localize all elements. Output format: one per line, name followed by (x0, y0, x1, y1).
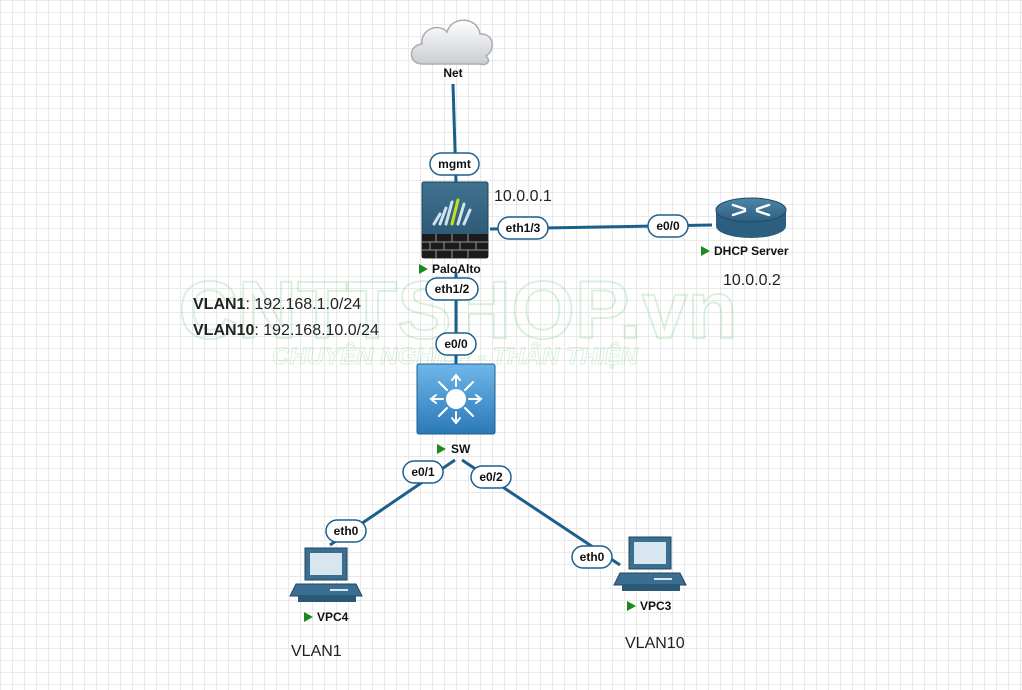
port-label-e0-2: e0/2 (479, 470, 503, 484)
port-label-mgmt: mgmt (438, 157, 471, 171)
brick-wall-icon (422, 234, 488, 258)
dhcp-ip-label: 10.0.0.2 (723, 272, 781, 289)
status-running-icon (627, 601, 636, 611)
port-badge-mgmt[interactable]: mgmt (429, 152, 480, 176)
node-label-net: Net (443, 66, 462, 80)
node-label-vpc4: VPC4 (317, 610, 349, 624)
cloud-icon (410, 19, 493, 66)
router-top (715, 197, 787, 223)
status-running-icon (701, 246, 710, 256)
port-badge-eth1-3[interactable]: eth1/3 (497, 216, 549, 240)
vlan10-name: VLAN10 (193, 322, 255, 339)
firewall-node-paloalto[interactable]: PaloAlto (419, 181, 489, 276)
port-label-eth1-2: eth1/2 (435, 282, 470, 296)
pc-node-vpc4[interactable]: VPC4 (289, 547, 363, 624)
port-label-vpc4-eth0: eth0 (334, 524, 359, 538)
paloalto-ip-label: 10.0.0.1 (494, 188, 552, 205)
port-badge-eth1-2[interactable]: eth1/2 (425, 277, 479, 301)
status-running-icon (304, 612, 313, 622)
port-badge-dhcp-e0-0[interactable]: e0/0 (647, 214, 689, 238)
vlan1-subnet: : 192.168.1.0/24 (245, 296, 362, 313)
port-badge-e0-1[interactable]: e0/1 (402, 460, 444, 484)
port-badge-vpc4-eth0[interactable]: eth0 (325, 519, 367, 543)
pc-icon (289, 547, 363, 602)
node-label-vpc3: VPC3 (640, 599, 672, 613)
port-label-dhcp-e0-0: e0/0 (656, 219, 680, 233)
router-node-dhcp[interactable]: DHCP Server (701, 197, 789, 258)
cloud-node-net[interactable]: Net (410, 19, 493, 80)
node-label-paloalto: PaloAlto (432, 262, 481, 276)
port-label-sw-e0-0: e0/0 (444, 337, 468, 351)
port-badge-e0-2[interactable]: e0/2 (470, 465, 512, 489)
pc-icon (613, 536, 687, 591)
switch-node-sw[interactable]: SW (416, 363, 496, 456)
switch-arrows-icon (429, 373, 483, 425)
vlan1-subnet-label: VLAN1: 192.168.1.0/24 (193, 296, 361, 314)
node-label-sw: SW (451, 442, 471, 456)
port-badge-vpc3-eth0[interactable]: eth0 (571, 545, 613, 569)
node-label-dhcp: DHCP Server (714, 244, 789, 258)
router-arrows-icon (731, 203, 771, 217)
vlan10-subnet: : 192.168.10.0/24 (254, 322, 379, 339)
port-label-eth1-3: eth1/3 (506, 221, 541, 235)
vlan1-name: VLAN1 (193, 296, 246, 313)
paloalto-logo-icon (432, 198, 472, 226)
pc-node-vpc3[interactable]: VPC3 (613, 536, 687, 613)
status-running-icon (437, 444, 446, 454)
vpc4-vlan-label: VLAN1 (291, 643, 342, 660)
status-running-icon (419, 264, 428, 274)
vlan10-subnet-label: VLAN10: 192.168.10.0/24 (193, 322, 379, 340)
vpc3-vlan-label: VLAN10 (625, 635, 685, 652)
port-label-vpc3-eth0: eth0 (580, 550, 605, 564)
port-label-e0-1: e0/1 (411, 465, 435, 479)
port-badge-sw-e0-0[interactable]: e0/0 (435, 332, 477, 356)
